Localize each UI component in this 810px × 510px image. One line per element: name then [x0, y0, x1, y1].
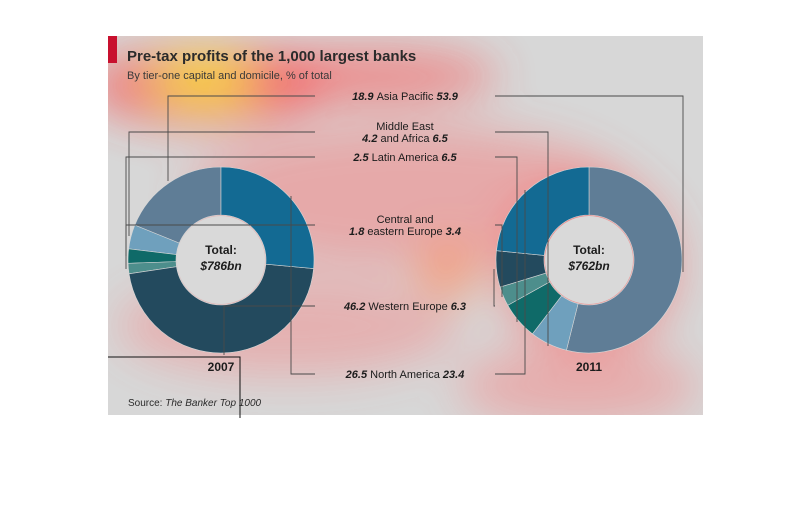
chart-subtitle: By tier-one capital and domicile, % of t… [127, 70, 332, 82]
category-name-north-america: North America [370, 369, 441, 381]
slice-2007-western-europe [128, 263, 314, 354]
value-2011-central-and-eastern-europe: 3.4 [443, 226, 461, 238]
leader-line-2007-central-and-eastern-europe [125, 224, 315, 269]
leader-line-2011-north-america [495, 190, 526, 375]
source-name: The Banker Top 1000 [165, 398, 262, 409]
value-2011-middle-east-and-africa: 6.5 [429, 133, 448, 145]
value-2007-latin-america: 2.5 [352, 152, 371, 164]
leader-line-2007-asia-pacific [167, 95, 315, 181]
category-name-central-and-eastern-europe: eastern Europe [367, 226, 442, 238]
category-label-middle-east-and-africa-line1: Middle East [376, 121, 433, 133]
leader-line-2011-central-and-eastern-europe [495, 224, 503, 297]
value-2011-north-america: 23.4 [440, 369, 464, 381]
value-2007-western-europe: 46.2 [343, 301, 368, 313]
chart-title: Pre-tax profits of the 1,000 largest ban… [127, 48, 417, 65]
total-label-2007: Total: [205, 243, 237, 257]
value-2011-asia-pacific: 53.9 [433, 91, 458, 103]
donut-charts: Total: $786bn 2007 Total: $762bn 2011 18.9 Asi… [125, 91, 684, 381]
leader-line-2007-western-europe [223, 305, 315, 355]
slice-2011-north-america [496, 166, 590, 256]
source-label: Source: [128, 398, 166, 409]
value-2007-central-and-eastern-europe: 1.8 [349, 226, 367, 238]
slice-2007-latin-america [127, 248, 177, 264]
category-name-asia-pacific: Asia Pacific [377, 91, 434, 103]
value-2007-middle-east-and-africa: 4.2 [361, 133, 380, 145]
leader-line-2011-latin-america [495, 156, 518, 322]
leader-line-2007-latin-america [125, 156, 315, 256]
leader-line-2011-asia-pacific [495, 95, 684, 272]
year-label-2011: 2011 [576, 360, 602, 374]
value-2007-asia-pacific: 18.9 [352, 91, 376, 103]
leader-line-2007-north-america [290, 196, 315, 375]
year-label-2007: 2007 [208, 360, 235, 374]
category-label-asia-pacific: 18.9 Asia Pacific 53.9 [352, 91, 459, 103]
chart-card: Pre-tax profits of the 1,000 largest ban… [108, 36, 703, 415]
category-label-western-europe: 46.2 Western Europe 6.3 [343, 301, 466, 313]
total-value-2007: $786bn [199, 259, 241, 273]
total-value-2011: $762bn [567, 259, 609, 273]
total-label-2011: Total: [573, 243, 605, 257]
slice-2007-middle-east-and-africa [128, 224, 180, 255]
value-2011-western-europe: 6.3 [448, 301, 466, 313]
slice-2011-asia-pacific [566, 166, 683, 354]
accent-bar [108, 36, 117, 63]
donut-hole-2011 [545, 216, 633, 304]
category-name-western-europe: Western Europe [368, 301, 447, 313]
value-2011-latin-america: 6.5 [438, 152, 457, 164]
category-label-central-and-eastern-europe-line1: Central and [377, 214, 434, 226]
category-label-central-and-eastern-europe: 1.8 eastern Europe 3.4 [349, 226, 461, 238]
category-label-north-america: 26.5 North America 23.4 [345, 369, 465, 381]
leader-line-2011-middle-east-and-africa [495, 131, 549, 346]
chart-source: Source: The Banker Top 1000 [128, 398, 261, 409]
leader-line-2011-western-europe [493, 269, 495, 307]
slice-2007-central-and-eastern-europe [127, 261, 177, 275]
category-name-middle-east-and-africa: and Africa [381, 133, 431, 145]
category-label-middle-east-and-africa: 4.2 and Africa 6.5 [361, 133, 449, 145]
category-name-latin-america: Latin America [372, 152, 440, 164]
category-label-latin-america: 2.5 Latin America 6.5 [352, 152, 457, 164]
leader-line-2007-middle-east-and-africa [128, 131, 315, 236]
donut-hole-2007 [177, 216, 265, 304]
value-2007-north-america: 26.5 [345, 369, 370, 381]
